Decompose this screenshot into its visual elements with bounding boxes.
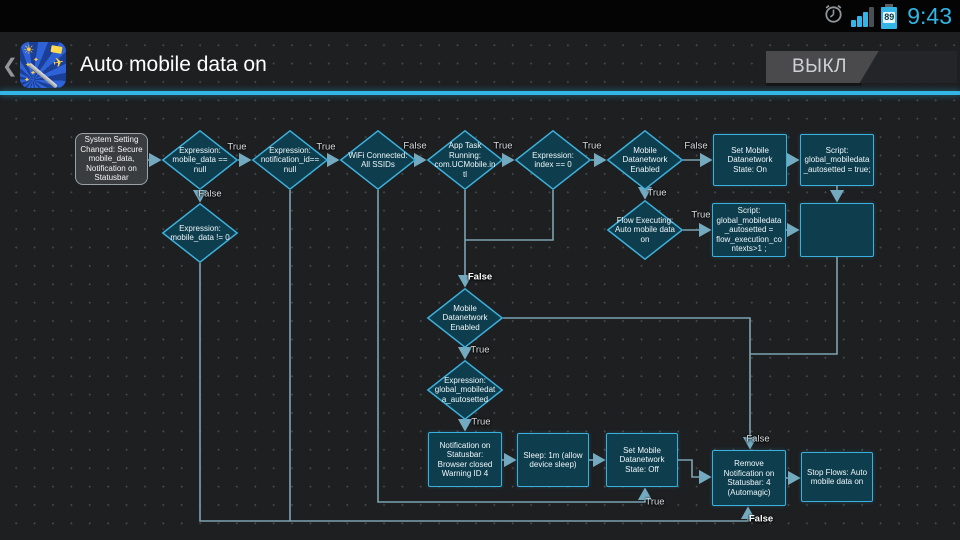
- edge-label-false: False: [198, 188, 222, 200]
- back-button[interactable]: ❮: [2, 55, 18, 77]
- node-label: Expression: index == 0: [532, 150, 574, 170]
- node-wifi-connected[interactable]: WiFi Connected: All SSIDs: [339, 129, 417, 191]
- edge-label-true: True: [316, 141, 336, 153]
- node-label: Expression: mobile_data == null: [172, 145, 228, 174]
- node-label: Set Mobile Datanetwork State: Off: [619, 445, 665, 474]
- node-app-task-running[interactable]: App Task Running: com.UCMobile.intl: [426, 129, 504, 191]
- edge-label-true: True: [227, 141, 247, 153]
- sparkle-icon: ✦: [24, 77, 30, 84]
- node-set-mobile-data-on[interactable]: Set Mobile Datanetwork State: On: [713, 134, 787, 186]
- node-label: System Setting Changed: Secure mobile_da…: [80, 135, 143, 183]
- node-label: Mobile Datanetwork Enabled: [442, 303, 488, 332]
- node-label: Expression: notification_id==null: [260, 145, 320, 174]
- app-icon: ☀ ✈ ✦ ✦ ✦ ✦: [20, 42, 66, 88]
- header-divider: [0, 91, 960, 95]
- node-flow-executing[interactable]: Flow Executing: Auto mobile data on: [606, 199, 684, 261]
- flow-canvas[interactable]: ❮ ☀ ✈ ✦ ✦ ✦ ✦ Auto mobile data on ВЫКЛ S…: [0, 32, 960, 540]
- node-label: Set Mobile Datanetwork State: On: [727, 145, 773, 174]
- alarm-icon: [823, 3, 844, 29]
- node-sleep-1m[interactable]: Sleep: 1m (allow device sleep): [517, 433, 589, 487]
- edge-label-false: False: [403, 140, 427, 152]
- node-expr-mobile-data-not-0[interactable]: Expression: mobile_data != 0: [161, 202, 239, 264]
- edge-label-true: True: [471, 416, 491, 428]
- node-label: Mobile Datanetwork Enabled: [622, 145, 668, 174]
- node-expr-mobile-data-null[interactable]: Expression: mobile_data == null: [161, 129, 239, 191]
- edge-label-false: False: [684, 140, 708, 152]
- edge-label-true: True: [470, 344, 490, 356]
- node-label: WiFi Connected: All SSIDs: [348, 150, 408, 170]
- mail-icon: [50, 45, 63, 54]
- node-trigger-system-setting[interactable]: System Setting Changed: Secure mobile_da…: [75, 133, 148, 185]
- sparkle-icon: ✦: [33, 57, 39, 64]
- flow-edge: [377, 190, 653, 503]
- node-label: Script: global_mobiledata_autosetted = t…: [803, 145, 871, 174]
- node-script-empty[interactable]: [800, 203, 874, 257]
- sparkle-icon: ✦: [30, 70, 36, 77]
- sun-icon: ☀: [23, 42, 35, 57]
- node-remove-notification[interactable]: Remove Notification on Statusbar: 4 (Aut…: [712, 450, 786, 506]
- flow-enabled-toggle[interactable]: ВЫКЛ: [766, 51, 957, 86]
- node-script-autosetted-contexts[interactable]: Script: global_mobiledata_autosetted = f…: [712, 203, 786, 257]
- flow-edge: [678, 459, 712, 485]
- node-label: Expression: global_mobiledata_autosetted: [434, 375, 496, 404]
- node-label: Stop Flows: Auto mobile data on: [806, 467, 868, 487]
- edge-label-false: False: [467, 271, 493, 283]
- node-expr-notification-id-null[interactable]: Expression: notification_id==null: [251, 129, 329, 191]
- edge-label-true: True: [493, 140, 513, 152]
- clock-text: 9:43: [907, 2, 952, 29]
- node-label: Script: global_mobiledata_autosetted = f…: [716, 206, 782, 254]
- node-stop-flows[interactable]: Stop Flows: Auto mobile data on: [801, 452, 873, 502]
- sparkle-icon: ✦: [25, 62, 31, 69]
- node-label: Flow Executing: Auto mobile data on: [614, 215, 676, 244]
- node-expr-index-0[interactable]: Expression: index == 0: [514, 129, 592, 191]
- battery-icon: 89: [881, 3, 898, 29]
- node-set-mobile-data-off[interactable]: Set Mobile Datanetwork State: Off: [606, 433, 678, 487]
- toggle-on-segment: [766, 51, 879, 83]
- battery-level: 89: [883, 12, 896, 23]
- toggle-underline: [766, 83, 862, 86]
- node-label: App Task Running: com.UCMobile.intl: [434, 141, 496, 179]
- status-bar: 89 9:43: [0, 0, 960, 32]
- edge-label-true: True: [582, 140, 602, 152]
- node-expr-global-autosetted[interactable]: Expression: global_mobiledata_autosetted: [426, 359, 504, 421]
- page-title: Auto mobile data on: [80, 53, 267, 76]
- node-label: Expression: mobile_data != 0: [170, 223, 230, 243]
- flow-edge: [503, 317, 758, 450]
- flow-edge: [199, 263, 756, 522]
- signal-icon: [851, 5, 875, 27]
- node-script-autosetted-true[interactable]: Script: global_mobiledata_autosetted = t…: [800, 134, 874, 186]
- toggle-label: ВЫКЛ: [791, 56, 847, 77]
- node-label: [801, 204, 873, 256]
- flow-edge: [465, 190, 554, 241]
- edge-label-false: False: [746, 433, 770, 445]
- node-notification-browser-closed[interactable]: Notification on Statusbar: Browser close…: [428, 432, 502, 487]
- edge-label-false: False: [748, 513, 774, 525]
- node-mobile-data-enabled-top[interactable]: Mobile Datanetwork Enabled: [606, 129, 684, 191]
- node-label: Sleep: 1m (allow device sleep): [523, 450, 583, 470]
- edge-label-true: True: [691, 209, 711, 221]
- plane-icon: ✈: [51, 54, 66, 71]
- node-label: Remove Notification on Statusbar: 4 (Aut…: [723, 459, 775, 497]
- flow-edge: [750, 257, 838, 355]
- node-mobile-data-enabled-mid[interactable]: Mobile Datanetwork Enabled: [426, 287, 504, 349]
- edge-label-true: True: [647, 187, 667, 199]
- node-label: Notification on Statusbar: Browser close…: [437, 440, 493, 479]
- edge-label-true: True: [645, 496, 665, 508]
